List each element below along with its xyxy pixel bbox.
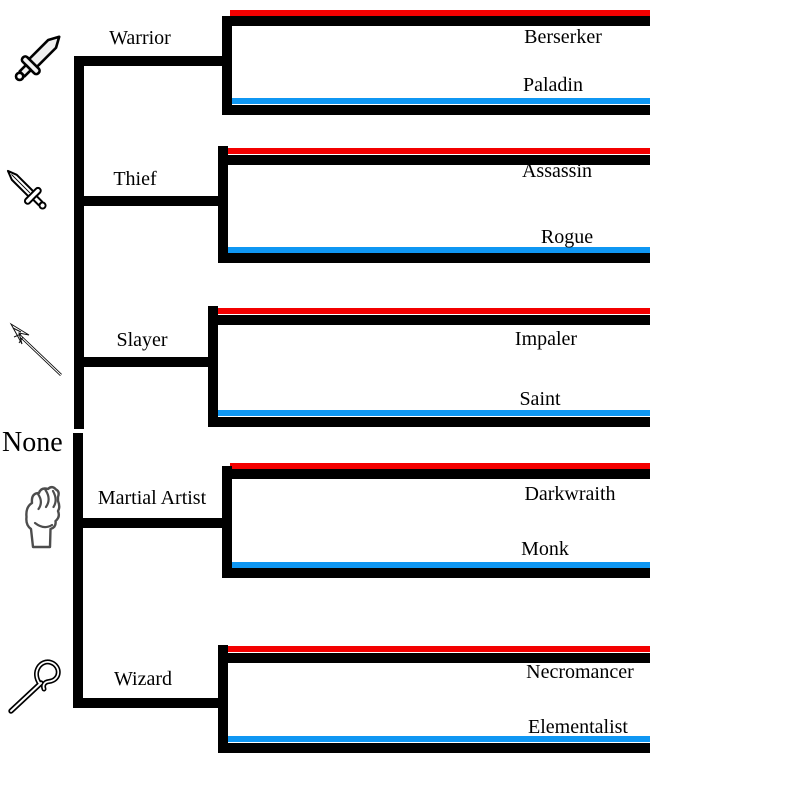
subclass-label-paladin: Paladin (523, 74, 583, 96)
class-label-wizard: Wizard (113, 668, 173, 690)
warrior-branch-line (75, 56, 232, 66)
darkwraith-line (222, 469, 650, 479)
wizard-branch-line (75, 698, 228, 708)
class-label-slayer: Slayer (116, 329, 168, 351)
staff-icon (8, 659, 61, 714)
monk-line (222, 568, 650, 578)
rogue-line (218, 253, 650, 263)
thief-fork-line (218, 146, 228, 263)
tree-trunk-upper (74, 56, 84, 429)
subclass-label-darkwraith: Darkwraith (524, 483, 616, 505)
subclass-label-elementalist: Elementalist (528, 716, 628, 738)
assassin-line (218, 155, 650, 165)
paladin-line (222, 105, 650, 115)
elementalist-blue-line (226, 736, 650, 742)
impaler-line (208, 315, 650, 325)
saint-blue-line (216, 410, 650, 416)
elementalist-line (218, 743, 650, 753)
berserker-line (222, 16, 650, 26)
root-label-none: None (2, 427, 63, 458)
paladin-blue-line (230, 98, 650, 104)
subclass-label-assassin: Assassin (521, 160, 592, 182)
thief-branch-line (75, 196, 228, 206)
saint-line (208, 417, 650, 427)
tree-trunk-lower (73, 433, 83, 708)
necromancer-red-line (226, 646, 650, 652)
class-label-martial-artist: Martial Artist (97, 487, 207, 509)
warrior-fork-line (222, 16, 232, 115)
darkwraith-red-line (230, 463, 650, 469)
class-label-warrior: Warrior (109, 27, 171, 49)
class-label-thief: Thief (113, 168, 157, 190)
impaler-red-line (216, 308, 650, 314)
subclass-label-impaler: Impaler (514, 328, 578, 350)
slayer-fork-line (208, 306, 218, 427)
martial-artist-branch-line (75, 518, 232, 528)
subclass-label-rogue: Rogue (540, 226, 594, 248)
fist-icon (25, 485, 61, 549)
subclass-label-monk: Monk (521, 538, 569, 560)
assassin-red-line (226, 148, 650, 154)
spear-icon (9, 322, 62, 376)
necromancer-line (218, 653, 650, 663)
subclass-label-necromancer: Necromancer (526, 661, 634, 683)
subclass-label-saint: Saint (519, 388, 561, 410)
berserker-red-line (230, 10, 650, 16)
wizard-fork-line (218, 645, 228, 753)
martial-artist-fork-line (222, 466, 232, 578)
dagger-icon (6, 169, 47, 210)
slayer-branch-line (75, 357, 218, 367)
subclass-label-berserker: Berserker (524, 26, 602, 48)
monk-blue-line (230, 562, 650, 568)
rogue-blue-line (226, 247, 650, 253)
sword-icon (14, 35, 61, 82)
